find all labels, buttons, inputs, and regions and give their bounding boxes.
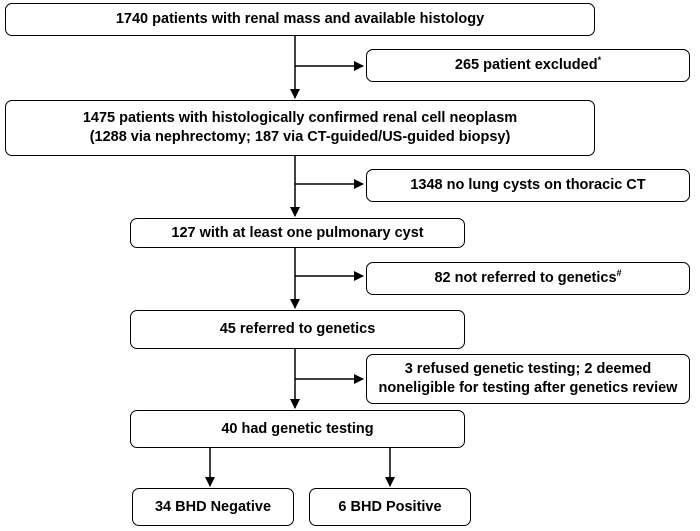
- refused-testing-box: 3 refused genetic testing; 2 deemed none…: [366, 354, 690, 404]
- no-lung-cysts-box: 1348 no lung cysts on thoracic CT: [366, 169, 690, 202]
- excluded-box: 265 patient excluded*: [366, 49, 690, 82]
- referred-box: 45 referred to genetics: [130, 310, 465, 349]
- bhd-negative-text: 34 BHD Negative: [154, 498, 272, 515]
- genetic-testing-text: 40 had genetic testing: [221, 420, 374, 437]
- pulmonary-cyst-text: 127 with at least one pulmonary cyst: [171, 224, 424, 241]
- bhd-positive-text: 6 BHD Positive: [338, 498, 442, 515]
- total-patients-box: 1740 patients with renal mass and availa…: [5, 3, 595, 36]
- bhd-positive-box: 6 BHD Positive: [309, 488, 471, 526]
- referred-text: 45 referred to genetics: [219, 321, 376, 337]
- not-referred-box: 82 not referred to genetics#: [366, 262, 690, 295]
- total-patients-text: 1740 patients with renal mass and availa…: [115, 11, 485, 27]
- excluded-footnote-mark: *: [597, 55, 602, 66]
- no-lung-cysts-text: 1348 no lung cysts on thoracic CT: [410, 177, 646, 193]
- not-referred-footnote-mark: #: [616, 268, 622, 279]
- excluded-text: 265 patient excluded: [454, 57, 598, 73]
- not-referred-text: 82 not referred to genetics: [434, 270, 617, 286]
- not-referred-label: 82 not referred to genetics#: [434, 269, 621, 288]
- bhd-negative-box: 34 BHD Negative: [132, 488, 294, 526]
- genetic-testing-box: 40 had genetic testing: [130, 410, 465, 448]
- confirmed-neoplasm-box: 1475 patients with histologically confir…: [5, 100, 595, 156]
- confirmed-line-2: (1288 via nephrectomy; 187 via CT-guided…: [89, 129, 511, 145]
- excluded-label: 265 patient excluded*: [455, 56, 601, 75]
- refused-line-2: noneligible for testing after genetics r…: [378, 380, 678, 396]
- pulmonary-cyst-box: 127 with at least one pulmonary cyst: [130, 218, 465, 248]
- confirmed-line-1: 1475 patients with histologically confir…: [82, 110, 518, 126]
- refused-line-1: 3 refused genetic testing; 2 deemed: [404, 361, 652, 377]
